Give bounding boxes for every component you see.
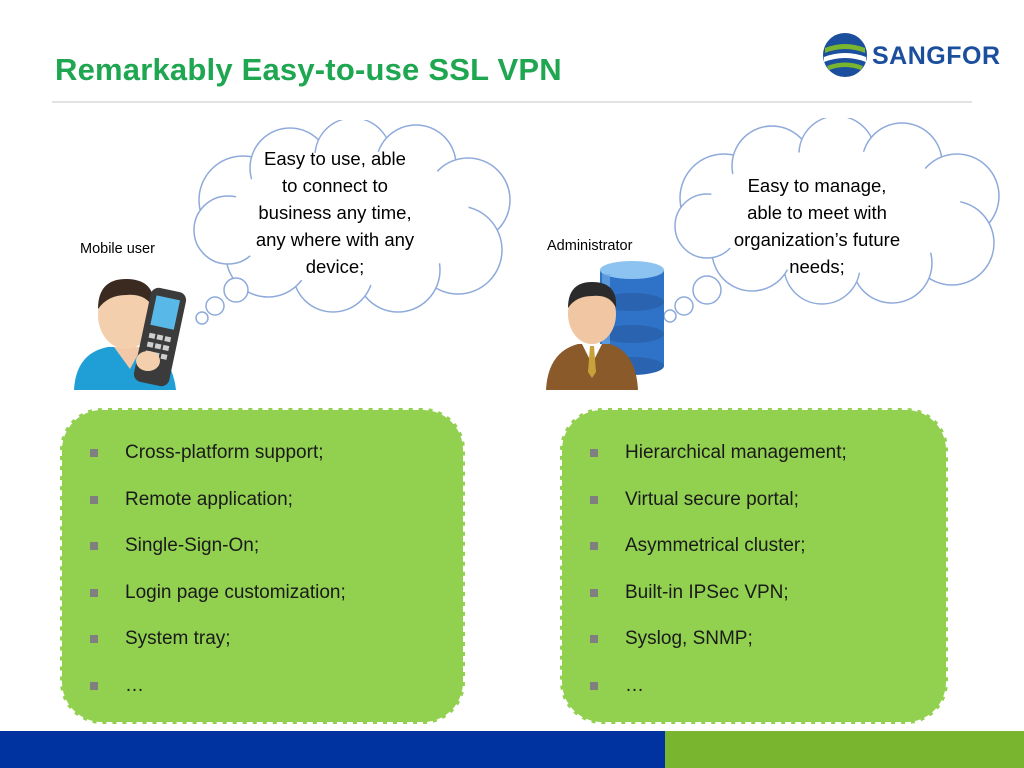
mobile-user-features-panel: Cross-platform support; Remote applicati… — [60, 408, 465, 724]
feature-text: System tray; — [125, 628, 231, 649]
feature-text: Single-Sign-On; — [125, 535, 260, 556]
square-bullet-icon — [90, 588, 98, 597]
administrator-features-panel: Hierarchical management; Virtual secure … — [560, 408, 948, 724]
thought-line: able to meet with — [747, 202, 887, 223]
list-item: System tray; — [62, 626, 463, 673]
list-item: Single-Sign-On; — [62, 533, 463, 580]
list-item: Built-in IPSec VPN; — [562, 580, 946, 627]
square-bullet-icon — [590, 542, 598, 550]
feature-text: … — [125, 674, 144, 696]
thought-line: organization’s future — [733, 229, 901, 250]
square-bullet-icon — [90, 681, 98, 690]
list-item: … — [62, 673, 463, 720]
thought-line: Easy to use, able — [264, 148, 406, 169]
administrator-icon — [546, 261, 664, 390]
mobile-user-icon — [74, 279, 187, 390]
mobile-user-label: Mobile user — [80, 241, 155, 257]
title-divider — [52, 101, 972, 103]
left-thought-text: Easy to use, able to connect to business… — [225, 145, 445, 280]
feature-text: Virtual secure portal; — [625, 488, 799, 510]
feature-text: Built-in IPSec VPN; — [625, 581, 789, 603]
list-item: … — [562, 673, 946, 720]
administrator-label: Administrator — [547, 238, 633, 254]
square-bullet-icon — [90, 635, 98, 643]
square-bullet-icon — [590, 635, 598, 643]
feature-text: Syslog, SNMP; — [625, 628, 753, 649]
square-bullet-icon — [590, 588, 598, 597]
feature-text: Remote application; — [125, 488, 293, 510]
right-thought-cloud — [663, 118, 1000, 323]
square-bullet-icon — [590, 449, 598, 457]
thought-line: Easy to manage, — [747, 175, 887, 196]
globe-icon — [823, 33, 867, 77]
list-item: Remote application; — [62, 487, 463, 534]
feature-text: Asymmetrical cluster; — [625, 535, 806, 556]
thought-line: to connect to — [282, 175, 388, 196]
feature-text: Cross-platform support; — [125, 442, 324, 463]
logo-text: SANGFOR — [872, 42, 1001, 70]
thought-line: needs; — [789, 256, 845, 277]
list-item: Cross-platform support; — [62, 440, 463, 487]
left-thought-cloud — [193, 120, 511, 325]
right-thought-text: Easy to manage, able to meet with organi… — [702, 172, 932, 280]
list-item: Login page customization; — [62, 580, 463, 627]
footer-bar-blue — [0, 731, 665, 768]
square-bullet-icon — [90, 449, 98, 457]
list-item: Asymmetrical cluster; — [562, 533, 946, 580]
mobile-user-feature-list: Cross-platform support; Remote applicati… — [62, 410, 463, 719]
slide-title: Remarkably Easy-to-use SSL VPN — [55, 52, 562, 87]
sangfor-logo: SANGFOR — [822, 30, 1000, 80]
list-item: Virtual secure portal; — [562, 487, 946, 534]
administrator-feature-list: Hierarchical management; Virtual secure … — [562, 410, 946, 719]
list-item: Syslog, SNMP; — [562, 626, 946, 673]
square-bullet-icon — [90, 542, 98, 550]
thought-line: any where with any — [255, 229, 415, 250]
feature-text: Hierarchical management; — [625, 442, 847, 463]
square-bullet-icon — [590, 681, 598, 690]
thought-line: device; — [305, 256, 365, 277]
feature-text: … — [625, 674, 644, 696]
feature-text: Login page customization; — [125, 581, 346, 603]
list-item: Hierarchical management; — [562, 440, 946, 487]
thought-line: business any time, — [258, 202, 412, 223]
footer-bar-green — [665, 731, 1024, 768]
square-bullet-icon — [90, 495, 98, 504]
square-bullet-icon — [590, 495, 598, 504]
